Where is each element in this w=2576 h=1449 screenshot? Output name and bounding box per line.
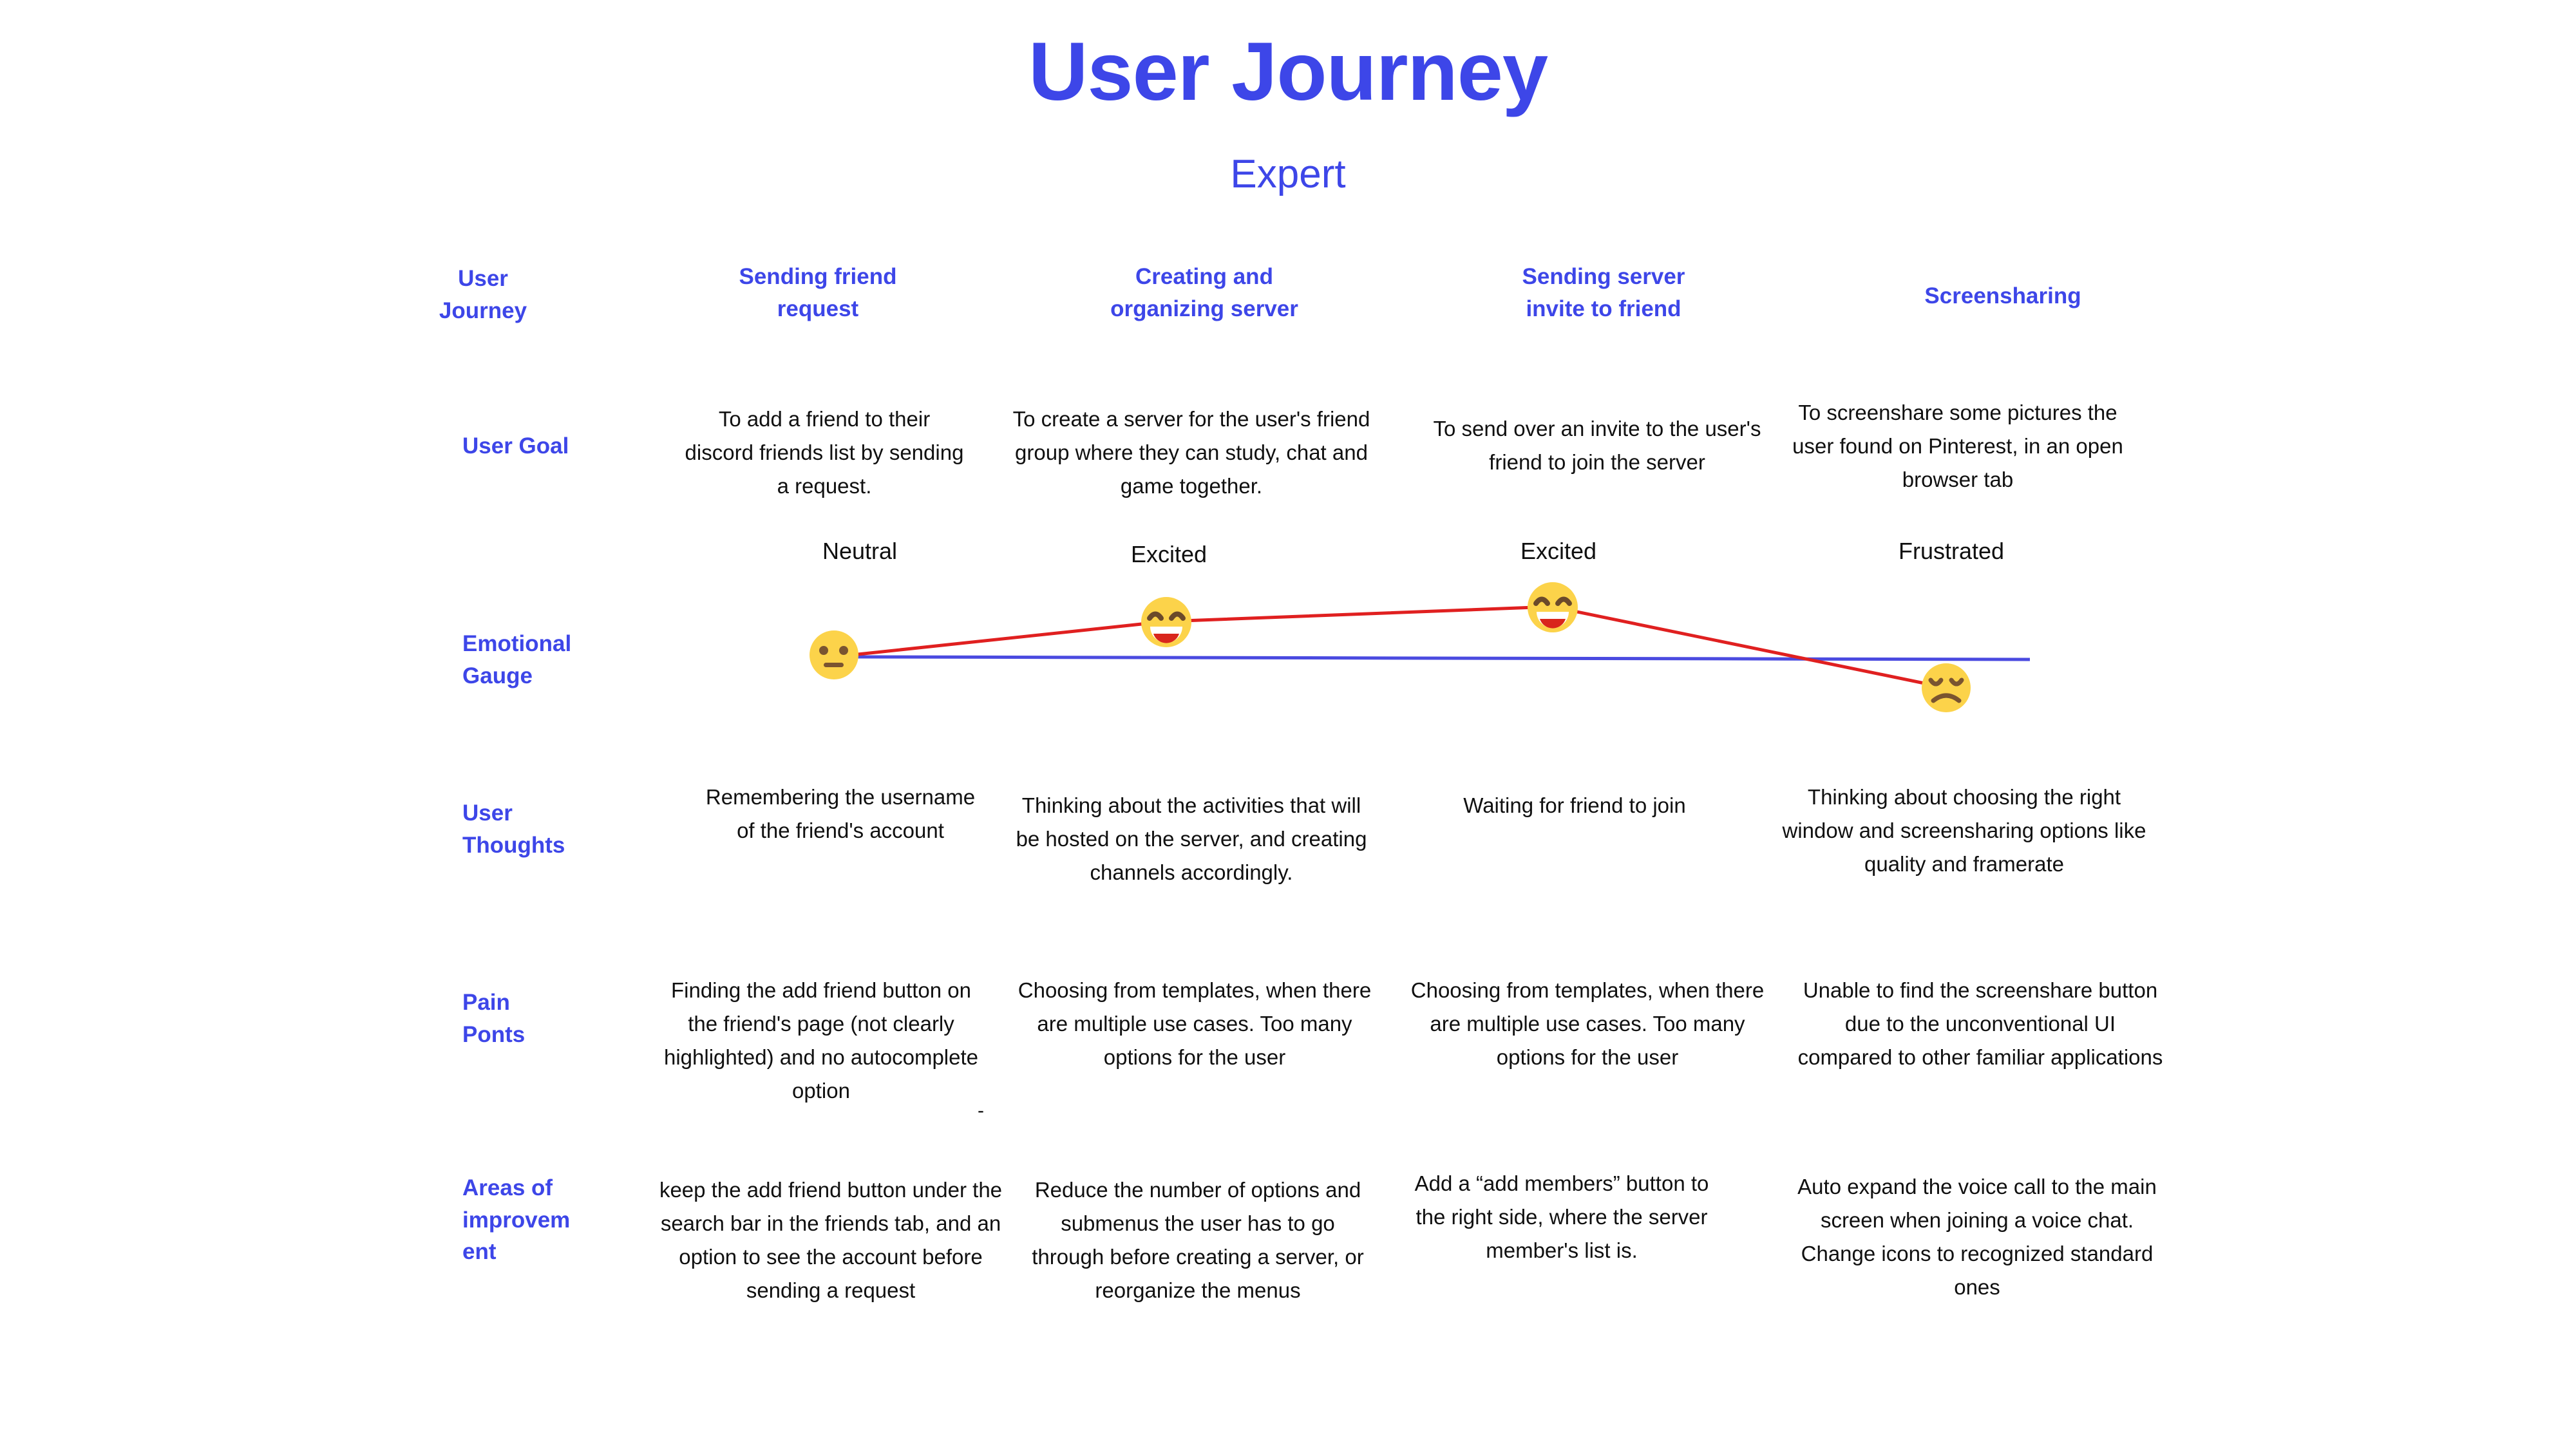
frustrated-face-emoji: [1922, 663, 1971, 712]
row-label-user-goal: User Goal: [462, 433, 569, 459]
neutral-face-emoji: [810, 630, 858, 679]
cell-pain-points-creating-organizing-server: Choosing from templates, when there are …: [1018, 978, 1372, 1070]
cell-areas-of-improvement-creating-organizing-server: Reduce the number of options and submenu…: [1032, 1178, 1364, 1303]
gauge-trend-line: [856, 605, 1948, 690]
cell-user-goal-creating-organizing-server: To create a server for the user's friend…: [1012, 407, 1370, 498]
cell-pain-points-sending-friend-request: Finding the add friend button on the fri…: [663, 978, 979, 1103]
cell-user-thoughts-sending-friend-request: Remembering the username of the friend's…: [705, 785, 976, 843]
cell-pain-points-screensharing: Unable to find the screenshare button du…: [1797, 978, 2163, 1070]
cell-user-thoughts-screensharing: Thinking about choosing the right window…: [1782, 785, 2146, 876]
emotion-label-excited-2: Excited: [1520, 538, 1597, 564]
excited-face-emoji-1: [1141, 597, 1191, 647]
cell-user-thoughts-sending-server-invite: Waiting for friend to join: [1463, 793, 1686, 817]
emotion-label-excited-1: Excited: [1130, 541, 1208, 567]
cell-user-goal-sending-friend-request: To add a friend to their discord friends…: [685, 407, 964, 498]
cell-user-goal-screensharing: To screenshare some pictures the user fo…: [1792, 401, 2123, 492]
cell-areas-of-improvement-sending-server-invite: Add a “add members” button to the right …: [1414, 1171, 1709, 1263]
page-subtitle: Expert: [1230, 152, 1346, 196]
cell-pain-points-sending-server-invite: Choosing from templates, when there are …: [1410, 978, 1765, 1070]
cell-user-goal-sending-server-invite: To send over an invite to the user's fri…: [1433, 417, 1761, 475]
gauge-baseline: [857, 655, 2031, 661]
column-header-screensharing: Screensharing: [1924, 283, 2081, 308]
page-title: User Journey: [1028, 26, 1548, 118]
emotion-label-frustrated: Frustrated: [1898, 538, 2005, 564]
cell-user-thoughts-creating-organizing-server: Thinking about the activities that will …: [1016, 793, 1367, 885]
emotion-label-neutral: Neutral: [822, 538, 898, 564]
stray-dash-artifact: -: [978, 1100, 984, 1121]
cell-areas-of-improvement-screensharing: Auto expand the voice call to the main s…: [1797, 1175, 2157, 1300]
cell-areas-of-improvement-sending-friend-request: keep the add friend button under the sea…: [659, 1178, 1003, 1303]
excited-face-emoji-2: [1528, 582, 1578, 632]
